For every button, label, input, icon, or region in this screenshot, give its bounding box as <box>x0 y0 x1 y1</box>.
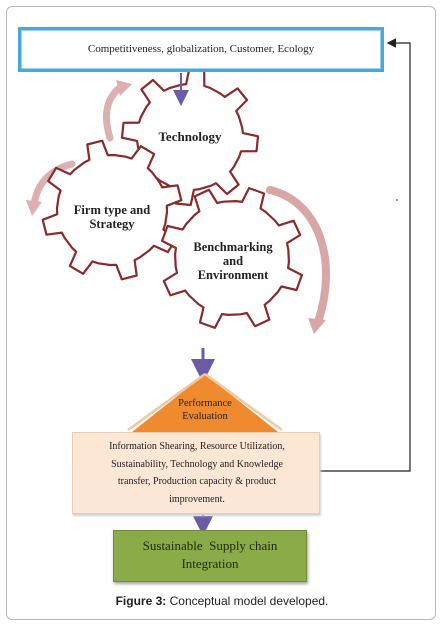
figure-border <box>6 6 436 620</box>
gear-label-bench-line3: Environment <box>197 268 269 282</box>
outcomes-line4: improvement. <box>169 493 225 505</box>
gear-label-bench-line1: Benchmarking <box>193 240 273 254</box>
cycle-arrow-left-head <box>26 200 42 216</box>
gear-label-firm-line2: Strategy <box>89 217 135 231</box>
gear-label-firm: Firm type and Strategy <box>62 203 162 231</box>
figure-caption: Figure 3: Conceptual model developed. <box>0 594 444 608</box>
outcomes-text: Information Shearing, Resource Utilizati… <box>77 438 317 508</box>
caption-label: Figure 3: <box>115 594 167 608</box>
cycle-arrow-top-head <box>116 80 132 96</box>
outcomes-line3: transfer, Production capacity & product <box>117 476 277 487</box>
stray-dot <box>396 199 398 201</box>
performance-triangle-right-edge <box>204 372 283 432</box>
performance-label: Performance Evaluation <box>155 397 255 423</box>
outcomes-box: Information Shearing, Resource Utilizati… <box>72 432 320 514</box>
performance-label-line2: Evaluation <box>182 411 228 422</box>
feedback-line <box>320 38 411 472</box>
caption-text: Conceptual model developed. <box>166 594 329 608</box>
outcomes-line1: Information Shearing, Resource Utilizati… <box>109 441 285 452</box>
context-box: Competitiveness, globalization, Customer… <box>18 27 384 72</box>
cycle-arrow-right <box>266 186 330 326</box>
integration-line1: Sustainable Supply chain <box>142 538 278 553</box>
cycle-arrow-left <box>30 160 76 210</box>
performance-label-line1: Performance <box>178 398 232 409</box>
gear-bench <box>161 187 303 329</box>
integration-box: Sustainable Supply chain Integration <box>113 530 307 582</box>
gear-label-bench: Benchmarking and Environment <box>183 240 283 282</box>
context-text: Competitiveness, globalization, Customer… <box>87 43 315 55</box>
outcomes-line2: Sustainability, Technology and Knowledge <box>111 458 283 470</box>
gear-label-technology: Technology <box>158 129 222 144</box>
gear-label-bench-line2: and <box>222 254 244 268</box>
performance-triangle-left-edge <box>127 372 206 432</box>
cycle-arrow-right-head <box>308 318 326 334</box>
gear-label-firm-line1: Firm type and <box>73 203 151 217</box>
performance-triangle <box>132 374 278 432</box>
gear-technology <box>120 67 260 207</box>
integration-line2: Integration <box>181 556 239 571</box>
integration-text: Sustainable Supply chain Integration <box>114 537 306 573</box>
gear-firm <box>41 139 183 281</box>
